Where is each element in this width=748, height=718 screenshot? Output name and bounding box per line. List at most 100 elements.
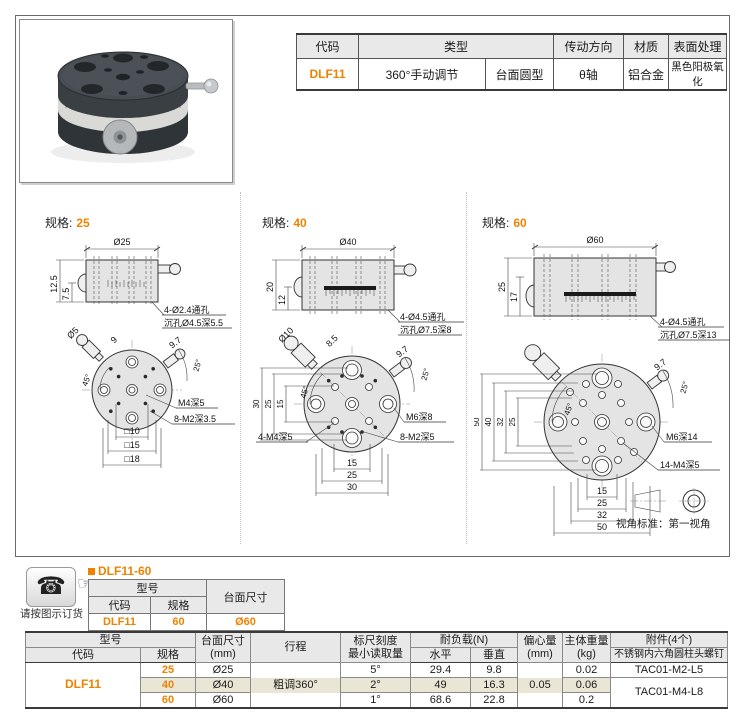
lock-knob-25 [162,348,186,369]
note-through-hole: 4-Ø2.4通孔 [164,305,210,315]
order-example-title: DLF11-60 [88,564,151,578]
header-accessory: 附件(4个) [610,631,728,648]
dim-l25: 25 [508,417,517,426]
side-view-25: Ø25 12.5 7.5 4-Ø2.4通孔 沉孔Ø4.5深5.5 [49,237,232,329]
header-ecc-line1: 偏心量 [523,634,557,647]
cell-spec: 40 [140,677,196,693]
drawing-spec-40: Ø40 20 12 4-Ø4.5通孔 沉孔Ø7.5深8 [252,237,464,496]
cell-material: 铝合金 [623,58,669,91]
cell-spec: 60 [140,692,196,709]
side-view-40: Ø40 20 12 4-Ø4.5通孔 沉孔Ø7.5深8 [265,237,464,336]
order-example-table: 型号 台面尺寸 代码 规格 DLF11 60 Ø60 [88,579,285,631]
dim-h20: 20 [265,282,275,292]
cell-spec: 25 [140,662,196,678]
cell-code: DLF11 [296,58,359,91]
header-scale: 标尺刻度最小读取量 [340,631,411,663]
dim-25deg: 25° [420,367,432,381]
label-m4: M4深5 [178,398,205,408]
label-8m2: 8-M2深3.5 [174,414,216,424]
cell-type1: 360°手动调节 [358,58,486,91]
cell-load-h: 68.6 [410,692,471,709]
type-spec-table: 代码 类型 传动方向 材质 表面处理 DLF11 360°手动调节 台面圆型 θ… [296,33,727,91]
first-angle-symbol [630,488,709,514]
dim-45deg: 45° [562,402,575,416]
spec-label-40: 规格:40 [262,214,307,231]
header-surface: 表面处理 [668,33,727,59]
dim-8-5: 8.5 [324,333,340,349]
header-size: 台面尺寸 [206,579,285,614]
dim-b25: 25 [597,498,607,508]
lock-knob-25 [646,369,670,390]
header-weight-line2: (kg) [577,647,596,660]
header-load-horizontal: 水平 [410,647,471,663]
label-4m4: 4-M4深5 [258,432,293,442]
cell-code: DLF11 [88,613,151,631]
dim-b15: 15 [597,486,607,496]
dim-sq15: □15 [124,440,139,450]
cell-weight: 0.02 [562,662,611,678]
product-photo [19,19,233,183]
adjust-knob-45 [524,344,562,382]
label-8m2: 8-M2深5 [400,432,435,442]
spec-value: 25 [76,216,90,230]
dim-l15: 15 [276,399,285,408]
order-example-code: DLF11-60 [98,564,152,578]
label-m6: M6深14 [666,432,698,442]
spec-label-25: 规格:25 [45,214,90,231]
dim-l50: 50 [474,417,481,426]
spec-table: 型号 台面尺寸(mm) 行程 标尺刻度最小读取量 耐负载(N) 偏心量(mm) … [25,631,728,709]
header-type: 类型 [358,33,554,59]
dim-9-7: 9.7 [394,344,410,360]
top-view-25: Ø5 9 45° 9.7 25° M4深5 8-M2深3.5 □10 □1 [65,325,235,468]
cell-size: Ø60 [206,613,285,631]
section-divider [240,192,241,544]
dim-45deg: 45° [298,385,310,399]
header-code: 代码 [25,647,141,663]
header-size-line1: 台面尺寸 [201,634,245,647]
header-weight: 主体重量(kg) [562,631,611,663]
drawing-spec-25: Ø25 12.5 7.5 4-Ø2.4通孔 沉孔Ø4.5深5.5 [49,237,235,468]
header-load: 耐负载(N) [410,631,518,648]
header-size-line2: (mm) [210,647,236,660]
dim-9: 9 [109,335,120,346]
header-size: 台面尺寸(mm) [195,631,251,663]
section-divider [466,192,467,544]
spec-label-text: 规格: [45,216,73,230]
dim-25deg: 25° [192,358,204,372]
table-row: 60 Ø60 1° 68.6 22.8 0.2 [26,692,728,709]
cell-travel: 粗调360° [250,662,341,709]
orange-square-icon [88,568,95,575]
note-counterbore: 沉孔Ø4.5深5.5 [164,318,223,328]
dim-h25: 25 [497,282,507,292]
note-through-hole: 4-Ø4.5通孔 [400,312,446,322]
header-model: 型号 [25,631,196,648]
cell-type2: 台面圆型 [485,58,554,91]
cell-accessory: TAC01-M4-L8 [610,677,728,709]
header-eccentricity: 偏心量(mm) [517,631,563,663]
view-standard-label: 视角标准： [616,518,669,530]
header-ecc-line2: (mm) [527,647,553,660]
cell-weight: 0.2 [562,692,611,709]
dim-b50: 50 [597,522,607,532]
label-m6: M6深8 [406,412,433,422]
spec-value: 60 [513,216,527,230]
header-scale-line2: 最小读取量 [348,647,403,660]
table-row: 40 Ø40 2° 49 16.3 0.06 TAC01-M4-L8 [26,677,728,709]
cell-accessory: TAC01-M2-L5 [610,662,728,678]
header-material: 材质 [623,33,669,59]
dim-b30: 30 [347,482,357,492]
cell-surface: 黑色阳极氧化 [668,58,727,91]
label-14m4: 14-M4深5 [660,460,700,470]
dim-b15: 15 [347,458,357,468]
cell-size: Ø40 [195,677,251,693]
cell-size: Ø60 [195,692,251,709]
cell-eccentricity: 0.05 [517,662,563,709]
header-code: 代码 [296,33,359,59]
dim-sq10: □10 [124,426,139,436]
view-standard-note: 视角标准：第一视角 [616,516,711,531]
dim-l40: 40 [484,417,493,426]
dim-l30: 30 [252,399,261,408]
cell-scale: 2° [340,677,411,693]
spec-label-60: 规格:60 [482,214,527,231]
